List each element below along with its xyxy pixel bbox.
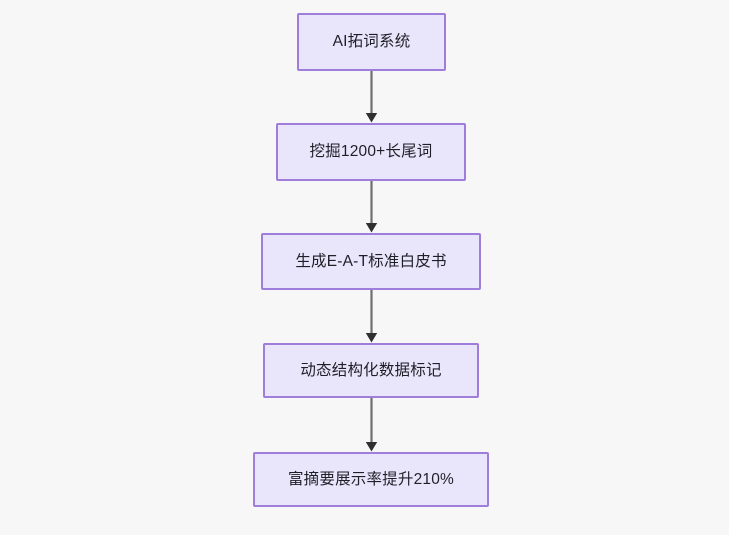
edge-node-1-to-node-2: [365, 181, 378, 233]
flow-node-label: 富摘要展示率提升210%: [287, 470, 455, 488]
edge-node-3-to-node-4: [365, 398, 378, 452]
flow-node-label: 挖掘1200+长尾词: [309, 143, 433, 161]
flow-node-label: 动态结构化数据标记: [300, 361, 442, 379]
edge-node-2-to-node-3: [365, 290, 378, 343]
flow-node-rich-snippet-rate-increase[interactable]: 富摘要展示率提升210%: [253, 452, 489, 507]
edge-node-0-to-node-1: [365, 71, 378, 123]
flow-node-dynamic-structured-data-markup[interactable]: 动态结构化数据标记: [263, 343, 479, 398]
flow-node-label: 生成E-A-T标准白皮书: [295, 252, 447, 270]
flow-node-mine-longtail-keywords[interactable]: 挖掘1200+长尾词: [276, 123, 466, 181]
flow-node-ai-keyword-system[interactable]: AI拓词系统: [297, 13, 446, 71]
flow-node-generate-eat-whitepaper[interactable]: 生成E-A-T标准白皮书: [261, 233, 481, 290]
flow-node-label: AI拓词系统: [332, 33, 411, 51]
